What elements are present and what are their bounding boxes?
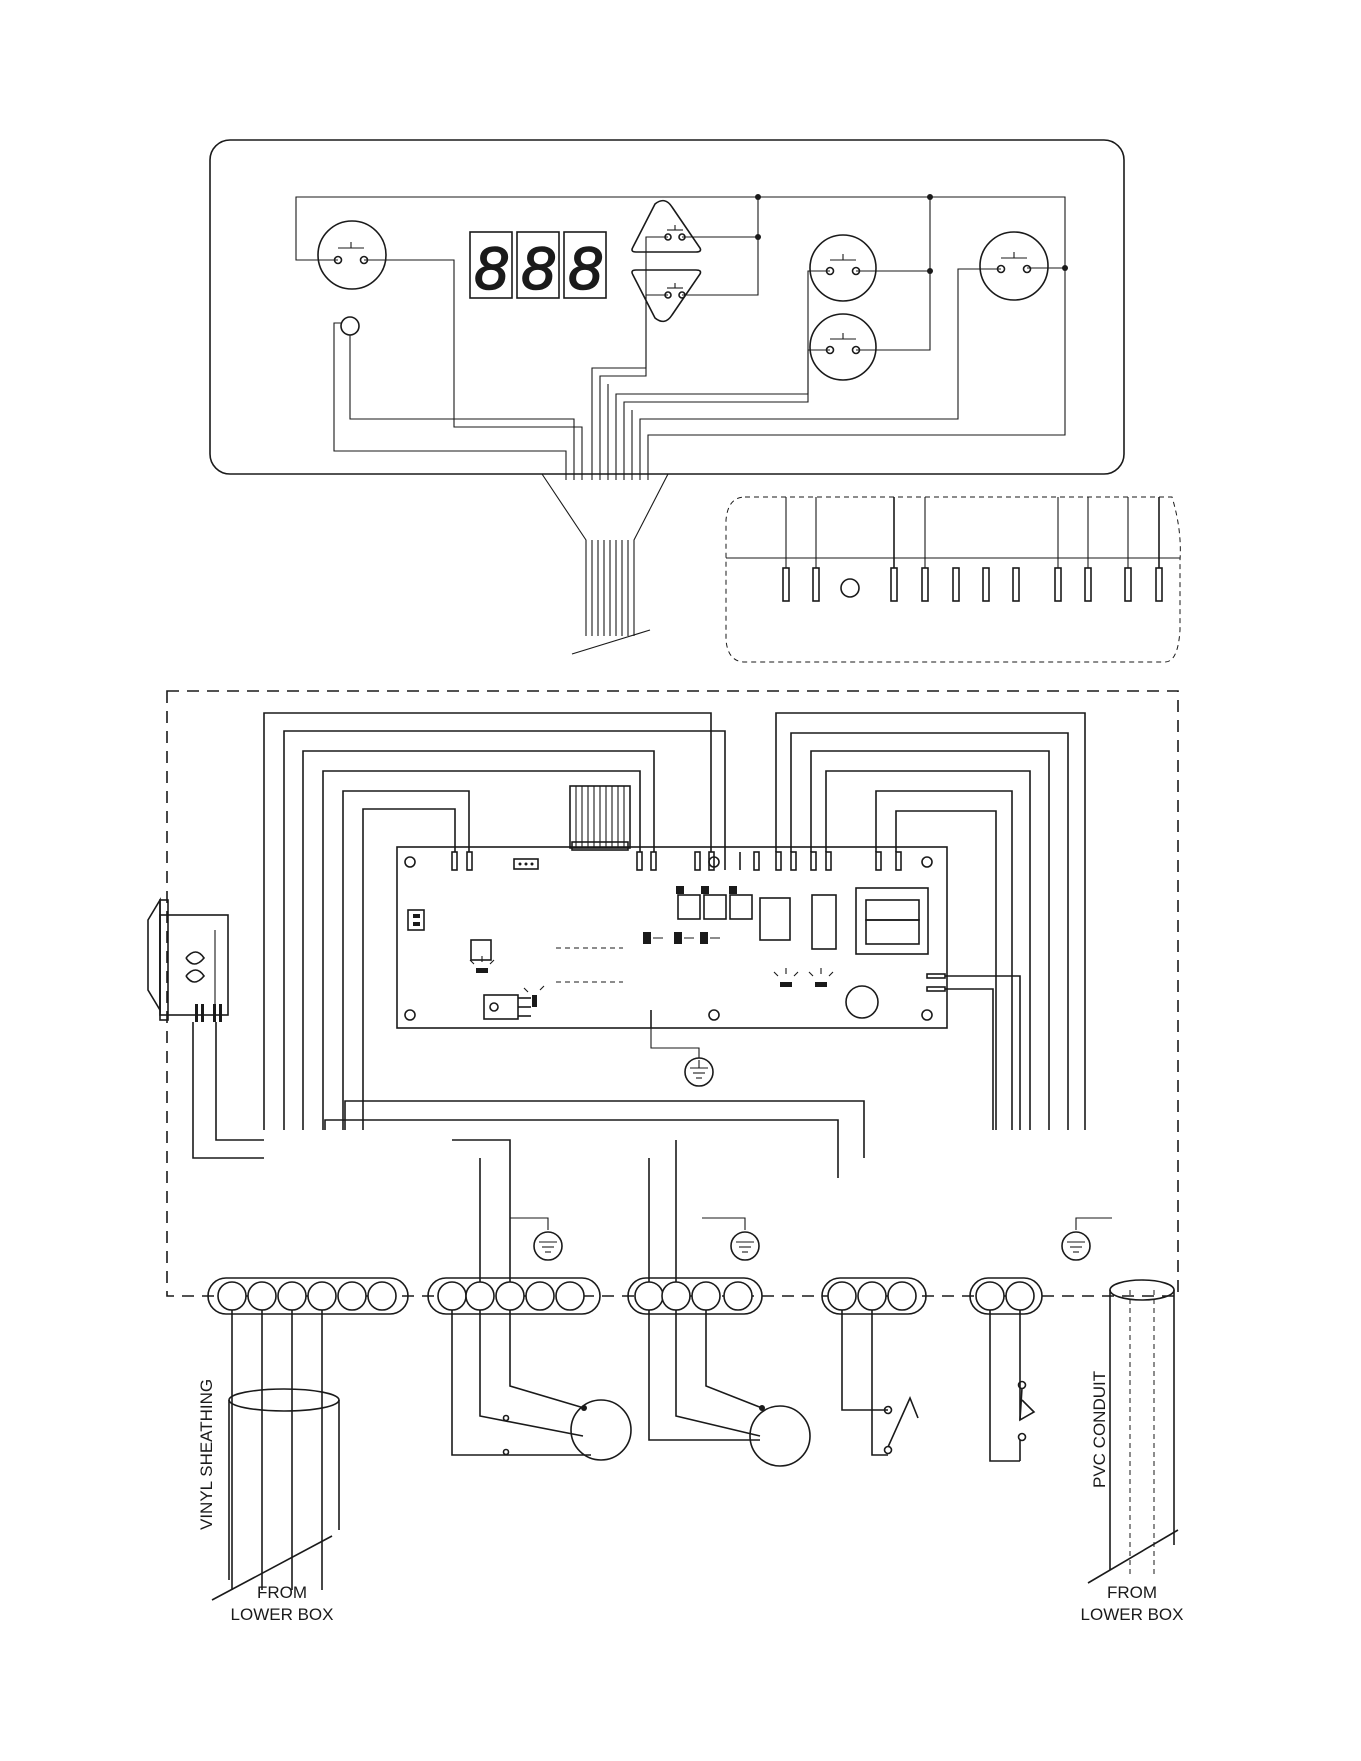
panel-wiring <box>296 194 1068 480</box>
from-lower-box-right-line2: LOWER BOX <box>1081 1605 1184 1624</box>
rocker-switch <box>148 900 228 1022</box>
terminal-block-3 <box>628 1278 762 1314</box>
from-lower-box-left-line1: FROM <box>257 1583 307 1602</box>
control-board <box>397 786 947 1028</box>
display-digit-1: 8 <box>474 235 508 302</box>
board-terminals <box>452 852 901 870</box>
external-wiring <box>232 1310 1020 1590</box>
panel-button-3 <box>810 314 876 380</box>
box-wiring <box>193 713 1085 1300</box>
terminal-block-4 <box>822 1278 926 1314</box>
triangle-button-down <box>632 270 701 321</box>
connector-detail <box>726 497 1180 662</box>
motor-1 <box>504 1400 632 1460</box>
panel-button-2 <box>810 235 876 301</box>
control-box-enclosure <box>167 691 1178 1296</box>
control-panel: 8 8 8 <box>210 140 1124 654</box>
vinyl-sheathing <box>212 1389 339 1600</box>
display-digit-3: 8 <box>568 235 602 302</box>
terminal-block-2 <box>428 1278 600 1314</box>
triangle-button-up <box>632 201 701 252</box>
ground-symbol-3 <box>1062 1218 1112 1260</box>
from-lower-box-left-line2: LOWER BOX <box>231 1605 334 1624</box>
terminal-block-5 <box>970 1278 1042 1314</box>
panel-button-4 <box>980 232 1048 300</box>
seven-segment-display: 8 8 8 <box>470 232 606 302</box>
board-relays-small <box>643 886 752 944</box>
ribbon-header <box>570 786 630 850</box>
display-digit-2: 8 <box>521 235 555 302</box>
panel-button-1 <box>318 221 386 289</box>
panel-led <box>341 317 359 335</box>
switch-1 <box>885 1398 919 1454</box>
connector-pins <box>783 497 1162 601</box>
vinyl-sheathing-label: VINYL SHEATHING <box>197 1379 216 1530</box>
thermostat <box>1019 1382 1035 1462</box>
ground-symbol-2 <box>702 1218 759 1260</box>
pvc-conduit-label: PVC CONDUIT <box>1090 1371 1109 1488</box>
terminal-block-1 <box>208 1278 408 1314</box>
ground-symbol-1 <box>510 1218 562 1260</box>
board-ground-symbol <box>651 1028 713 1086</box>
ribbon-cable <box>542 474 668 654</box>
from-lower-box-right-line1: FROM <box>1107 1583 1157 1602</box>
